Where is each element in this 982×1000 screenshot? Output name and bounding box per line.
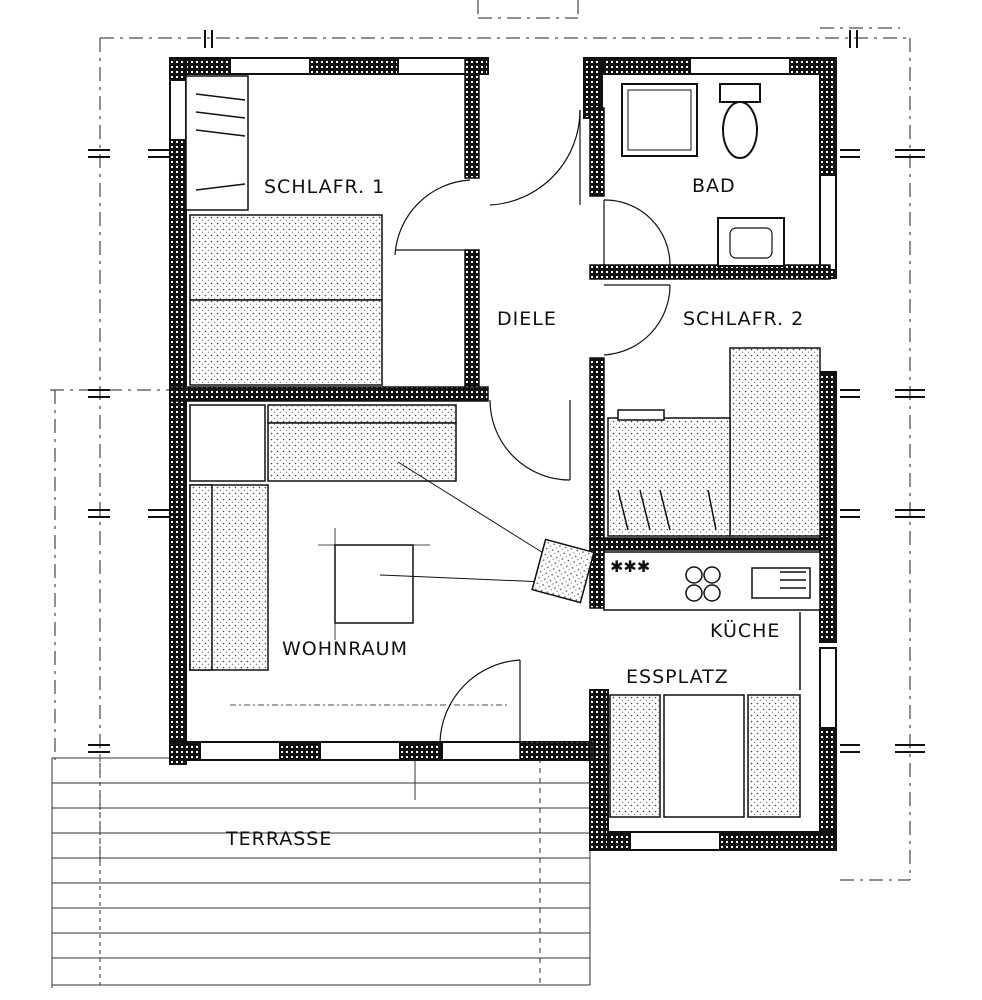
interior-walls <box>169 57 831 761</box>
dimension-lines <box>50 0 911 881</box>
living-furniture <box>189 404 595 706</box>
washbasin-icon <box>717 217 785 267</box>
sink-icon <box>751 567 811 599</box>
bed-3 <box>729 347 821 537</box>
doors <box>394 109 671 743</box>
bedroom2-furniture <box>607 347 821 537</box>
dining-table <box>663 694 745 818</box>
dining-furniture <box>609 694 801 818</box>
toilet-icon <box>722 101 758 159</box>
label-kuche: KÜCHE <box>710 619 780 642</box>
shower-tray <box>621 83 698 157</box>
windows <box>169 57 837 851</box>
label-wohnraum: WOHNRAUM <box>282 638 408 660</box>
bathroom-fixtures <box>621 83 785 267</box>
bed-2 <box>189 299 383 386</box>
label-bad: BAD <box>692 175 736 197</box>
sofa <box>267 422 457 482</box>
label-terrasse: TERRASSE <box>225 828 332 850</box>
label-schlafr2: SCHLAFR. 2 <box>683 308 804 330</box>
bench-left <box>609 694 661 818</box>
bed-1 <box>189 214 383 301</box>
bedroom1-furniture <box>185 75 383 386</box>
coffee-table <box>334 544 414 624</box>
label-schlafr1: SCHLAFR. 1 <box>264 176 385 198</box>
kitchen-furniture: ✱✱✱ <box>603 551 821 690</box>
bench-right <box>747 694 801 818</box>
bed-4 <box>607 417 731 537</box>
dimension-ticks <box>88 30 925 753</box>
label-diele: DIELE <box>497 308 557 330</box>
svg-text:✱✱✱: ✱✱✱ <box>610 557 650 576</box>
armchair <box>531 538 595 604</box>
sofa-back <box>267 404 457 424</box>
terrace-paving <box>51 757 591 988</box>
label-essplatz: ESSPLATZ <box>626 666 729 688</box>
stove-icon <box>685 566 703 584</box>
